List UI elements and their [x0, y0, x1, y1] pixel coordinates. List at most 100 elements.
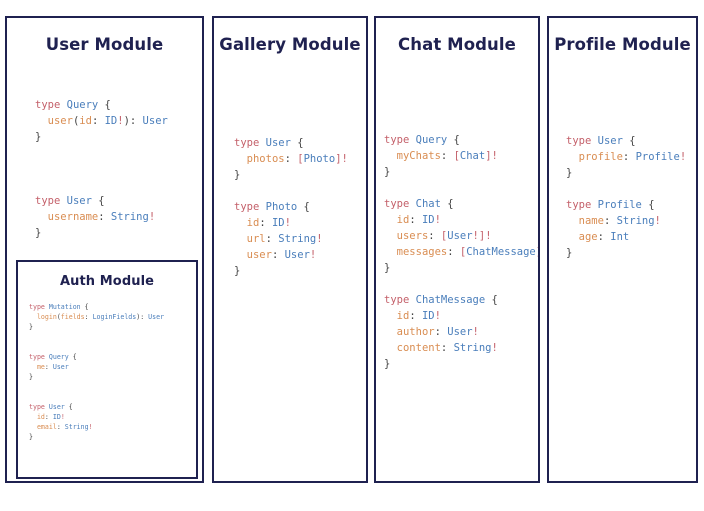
code-token: }	[234, 169, 241, 181]
code-token: !	[117, 115, 124, 127]
code-token: User	[142, 115, 168, 127]
code-token: :	[622, 151, 636, 163]
code-token: LoginFields	[92, 313, 137, 321]
code-token: }	[35, 131, 42, 143]
code-token: !	[148, 211, 156, 223]
code-token: login	[36, 313, 57, 321]
code-token: !	[434, 214, 441, 226]
code-token	[384, 214, 397, 226]
code-token: !]!	[472, 230, 492, 242]
code-token	[35, 211, 48, 223]
code-token	[234, 249, 247, 261]
code-token: content	[396, 342, 441, 354]
code-token: username	[47, 211, 99, 223]
code-token: !	[491, 342, 498, 354]
code-token: User	[66, 195, 92, 207]
code-token	[566, 231, 579, 243]
code-token: Query	[415, 134, 448, 146]
code-token: ):	[136, 313, 149, 321]
code-token: messages	[396, 246, 448, 258]
code-token: (	[72, 115, 80, 127]
code-token: myChats	[396, 150, 441, 162]
code-token: !	[60, 413, 65, 421]
code-token: {	[447, 134, 460, 146]
panel-profile-module[interactable]: Profile Module type User { profile: Prof…	[547, 16, 698, 483]
code-token	[29, 313, 37, 321]
panel-gallery-module[interactable]: Gallery Module type User { photos: [Phot…	[212, 16, 368, 483]
code-token: ]!	[335, 153, 348, 165]
code-token: {	[641, 199, 655, 211]
code-token: url	[246, 233, 266, 245]
panel-title-auth-module: Auth Module	[59, 274, 155, 289]
code-token: }	[384, 262, 391, 274]
code-token: Chat	[415, 198, 441, 210]
code-token	[29, 423, 37, 431]
panel-title-gallery-module: Gallery Module	[219, 35, 361, 54]
code-token: String	[616, 215, 655, 227]
code-token: String	[278, 233, 317, 245]
code-token: Photo	[265, 201, 298, 213]
code-token: !	[316, 233, 323, 245]
code-token: User	[148, 313, 165, 321]
code-token: :	[597, 231, 611, 243]
code-token: type	[384, 294, 410, 306]
code-token: [	[453, 150, 460, 162]
code-token: String	[64, 423, 89, 431]
code-token: [	[440, 230, 448, 242]
panel-user-module[interactable]: User Module type Query { user(id: ID!): …	[5, 16, 204, 483]
code-token: type	[234, 201, 260, 213]
panel-auth-module[interactable]: Auth Module type Mutation { login(fields…	[16, 260, 198, 479]
code-token: ChatMessage	[415, 294, 486, 306]
code-token: }	[234, 265, 241, 277]
code-token: String	[110, 211, 149, 223]
code-token: ]!	[485, 150, 498, 162]
code-block-user-module: type Query { user(id: ID!): User } type …	[35, 97, 168, 241]
code-token: age	[578, 231, 598, 243]
code-token	[384, 246, 397, 258]
code-token: email	[36, 423, 57, 431]
code-token	[566, 151, 579, 163]
code-token: ID	[421, 310, 435, 322]
code-token: type	[234, 137, 260, 149]
code-token: }	[29, 373, 33, 381]
code-token: }	[29, 433, 33, 441]
code-token: id	[36, 413, 45, 421]
code-token: users	[396, 230, 429, 242]
code-token: }	[29, 323, 33, 331]
code-token: type	[384, 134, 410, 146]
code-token: }	[566, 247, 573, 259]
code-token: }	[384, 166, 391, 178]
code-token: User	[48, 403, 65, 411]
code-token: {	[80, 303, 89, 311]
code-token: {	[440, 198, 454, 210]
code-token: }	[35, 227, 42, 239]
code-token: type	[35, 195, 61, 207]
code-token: Query	[66, 99, 99, 111]
panel-chat-module[interactable]: Chat Module type Query { myChats: [Chat]…	[374, 16, 540, 483]
code-token: }	[384, 358, 391, 370]
code-token	[29, 413, 37, 421]
code-token: :	[447, 246, 460, 258]
code-token: Mutation	[48, 303, 81, 311]
code-token	[234, 217, 247, 229]
code-token: type	[566, 199, 592, 211]
code-token: ID	[271, 217, 285, 229]
code-token: :	[409, 214, 422, 226]
code-token: Chat	[459, 150, 486, 162]
code-token: !	[309, 249, 317, 261]
code-token: fields	[60, 313, 85, 321]
code-token	[35, 115, 48, 127]
code-token: User	[447, 230, 473, 242]
code-token: :	[98, 211, 111, 223]
code-token: User	[284, 249, 310, 261]
code-token: profile	[578, 151, 623, 163]
code-token: !	[284, 217, 291, 229]
code-token: :	[440, 342, 454, 354]
code-token: {	[68, 353, 77, 361]
code-token: ):	[123, 115, 143, 127]
code-token: User	[52, 363, 69, 371]
code-token: :	[84, 313, 93, 321]
code-token	[29, 363, 37, 371]
code-token	[234, 233, 247, 245]
